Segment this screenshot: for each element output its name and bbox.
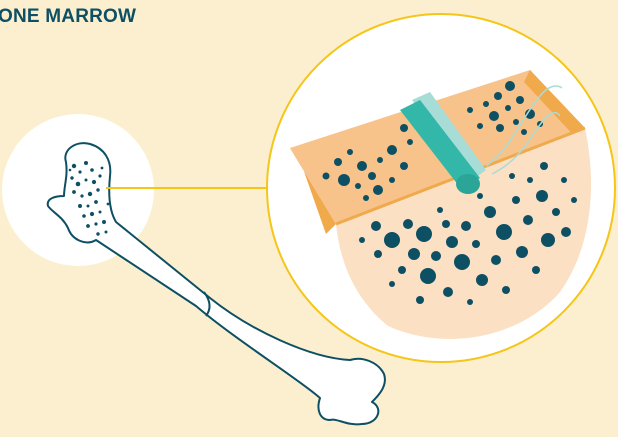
diagram-canvas xyxy=(0,0,618,437)
